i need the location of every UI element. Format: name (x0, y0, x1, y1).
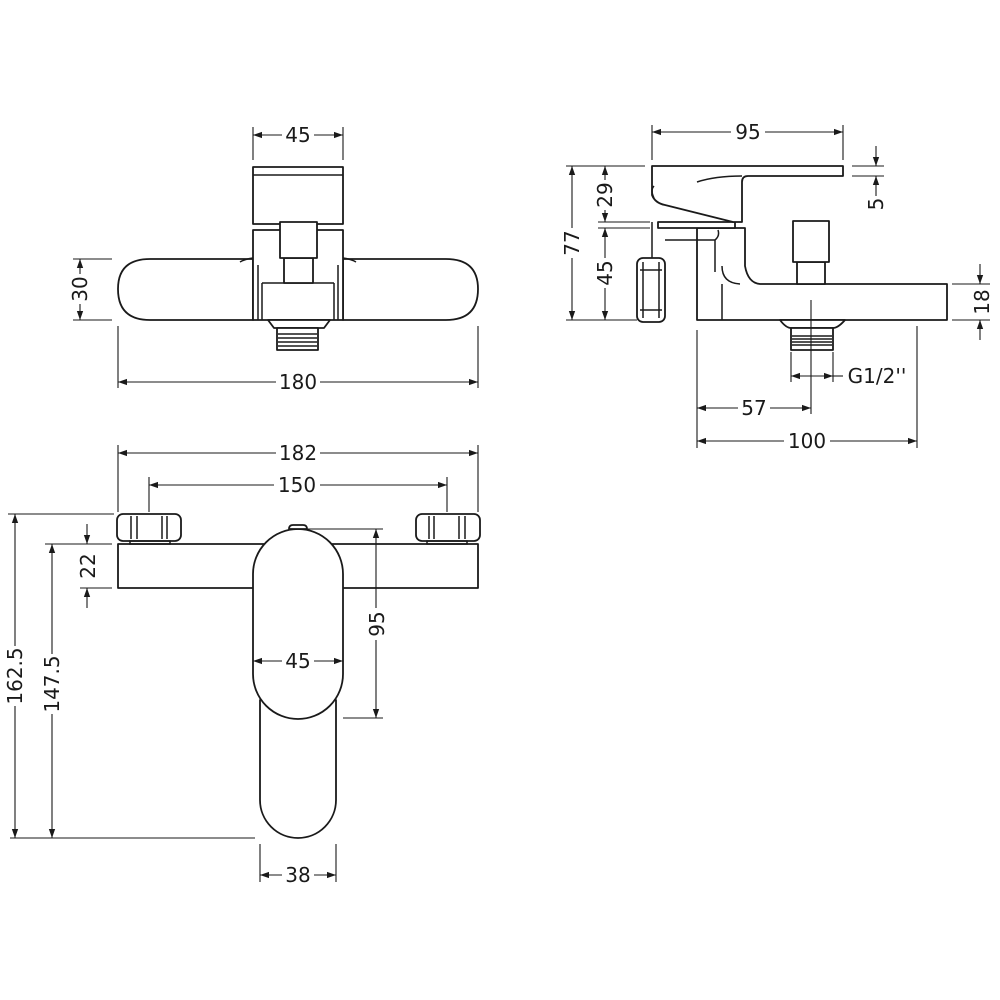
right-nut (415, 513, 481, 545)
spout (696, 227, 948, 321)
dim-front-overall-width: 180 (279, 370, 317, 394)
hex-nut (636, 257, 666, 323)
dim-side-handle-height: 29 (593, 182, 617, 207)
left-body-bar (117, 258, 254, 321)
plan-handle (252, 528, 344, 720)
dim-plan-handle-width: 45 (285, 649, 310, 673)
lever-handle (651, 165, 844, 223)
plan-spout (259, 699, 337, 839)
dim-front-bar-height: 30 (68, 276, 92, 301)
dim-plan-centres: 150 (278, 473, 316, 497)
dim-outlet-projection: 57 (741, 396, 766, 420)
dim-side-overall-height: 77 (560, 230, 584, 255)
dim-front-width-top: 45 (285, 123, 310, 147)
dim-spout-projection: 100 (788, 429, 826, 453)
dim-plan-depth-to-bar: 147.5 (40, 655, 64, 712)
handle-stem (279, 221, 318, 259)
front-view: 45 30 180 (68, 123, 479, 394)
right-body-bar (342, 258, 479, 321)
side-view: 95 77 29 45 5 18 G1/2'' 57 100 (560, 120, 994, 453)
dim-plan-handle-length: 95 (365, 611, 389, 636)
dim-plan-overall-width: 182 (279, 441, 317, 465)
handle-front (252, 166, 344, 225)
dim-side-spout-height: 18 (970, 289, 994, 314)
dim-plan-spout-width: 38 (285, 863, 310, 887)
diverter-knob (792, 220, 830, 263)
plan-view: 182 150 162.5 147.5 22 95 45 38 (3, 441, 481, 887)
dim-plan-total-depth: 162.5 (3, 647, 27, 704)
dim-side-body-height: 45 (593, 260, 617, 285)
dim-outlet-thread: G1/2'' (848, 364, 907, 388)
dim-side-handle-thickness: 5 (864, 198, 888, 211)
dim-plan-bar-depth: 22 (76, 553, 100, 578)
left-nut (116, 513, 182, 545)
dim-side-handle-length: 95 (735, 120, 760, 144)
